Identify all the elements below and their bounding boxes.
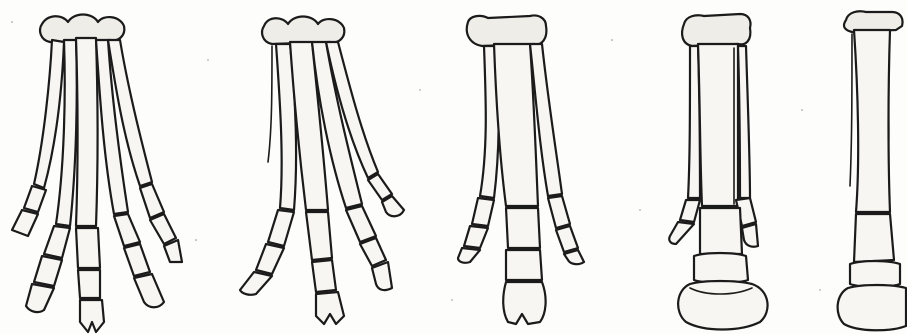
digit-3-metacarpal — [76, 38, 98, 226]
panel-four-digit-foot — [240, 17, 404, 325]
digit-a-phalanx — [256, 244, 284, 274]
digit-b-phalanx — [312, 260, 336, 292]
splint-right-tip — [742, 224, 758, 247]
digit-b-phalanx — [306, 212, 332, 260]
digit-2-hoof — [26, 284, 54, 312]
digit-5-phalanx — [150, 214, 176, 244]
splint-right — [738, 46, 750, 198]
splint-left — [850, 34, 852, 186]
digit-4-hoof — [134, 274, 164, 307]
digit-2-phalanx — [34, 256, 62, 286]
first-phalanx — [700, 208, 742, 254]
side-digit-right-phalanx — [556, 226, 578, 252]
center-digit-phalanx — [506, 250, 542, 280]
center-digit-hoof — [503, 282, 545, 324]
digit-2-phalanx — [44, 226, 70, 258]
panel-single-hoof-foot — [838, 11, 906, 330]
digit-1-metacarpal — [34, 40, 64, 188]
panel-one-digit-with-splints — [669, 14, 767, 330]
panel-five-digit-foot — [12, 15, 182, 333]
digit-d-phalanx — [368, 174, 392, 200]
side-digit-right-phalanx — [548, 196, 570, 228]
cannon-bone — [698, 44, 738, 206]
carpal-cap — [262, 17, 344, 45]
digit-3-phalanx — [78, 270, 100, 298]
carpal-cap — [682, 14, 750, 46]
digit-4-phalanx — [114, 214, 140, 246]
digit-5-phalanx — [140, 184, 164, 218]
digit-4-phalanx — [124, 244, 150, 276]
carpal-cap — [844, 11, 903, 32]
digit-3-phalanx — [76, 228, 100, 268]
splint-left-phalanx — [680, 200, 700, 222]
hoof-bone — [838, 285, 906, 330]
digit-c-phalanx — [360, 238, 386, 266]
digit-d-hoof — [382, 196, 404, 216]
side-digit-left-hoof — [458, 248, 480, 263]
side-digit-right-hoof — [564, 250, 584, 264]
center-digit-metacarpal — [494, 44, 538, 206]
digit-c-hoof — [372, 262, 392, 290]
center-digit-phalanx — [506, 208, 540, 248]
digit-3-hoof — [80, 300, 104, 332]
side-digit-left-phalanx — [472, 198, 494, 226]
splint-left-tip — [669, 222, 694, 244]
side-digit-left-phalanx — [464, 226, 488, 248]
digit-1-phalanx — [24, 186, 46, 212]
second-phalanx — [850, 261, 900, 287]
splint-bone — [268, 46, 272, 162]
panel-three-digit-foot — [458, 15, 584, 324]
digit-c-phalanx — [346, 206, 376, 242]
cannon-bone — [854, 30, 890, 212]
digit-b-hoof — [316, 292, 344, 324]
second-phalanx — [694, 253, 748, 283]
digit-a-hoof — [240, 272, 272, 295]
digit-a-phalanx — [268, 210, 294, 246]
digit-1-phalanx — [12, 210, 38, 236]
first-phalanx — [854, 214, 894, 262]
carpal-cap — [467, 15, 547, 46]
